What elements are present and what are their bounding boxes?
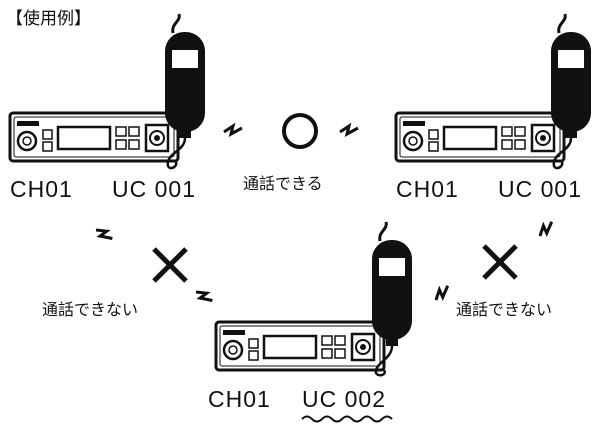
ng-cross-icon-right	[484, 246, 516, 278]
ng-link-left-label: 通話できない	[42, 300, 139, 319]
ok-link	[222, 113, 360, 149]
radio-1-code: UC 001	[112, 176, 196, 202]
radio-unit-3	[214, 220, 414, 377]
radio-3-code: UC 002	[302, 386, 386, 412]
radio-3-channel: CH01	[208, 386, 271, 412]
ok-link-label: 通話できる	[243, 174, 323, 193]
ng-cross-icon-left	[154, 249, 186, 281]
radio-unit-2	[394, 12, 593, 170]
radio-1-channel: CH01	[10, 176, 73, 202]
radio-2-code: UC 001	[498, 176, 582, 202]
ng-link-right	[430, 218, 557, 304]
ng-link-left	[93, 223, 216, 307]
diagram-heading: 【使用例】	[6, 9, 91, 29]
radio-unit-1	[8, 12, 207, 170]
ok-circle-icon	[282, 113, 318, 149]
radio-2-channel: CH01	[396, 176, 459, 202]
mismatch-wave-underline	[301, 415, 393, 423]
ng-link-right-label: 通話できない	[456, 300, 553, 319]
